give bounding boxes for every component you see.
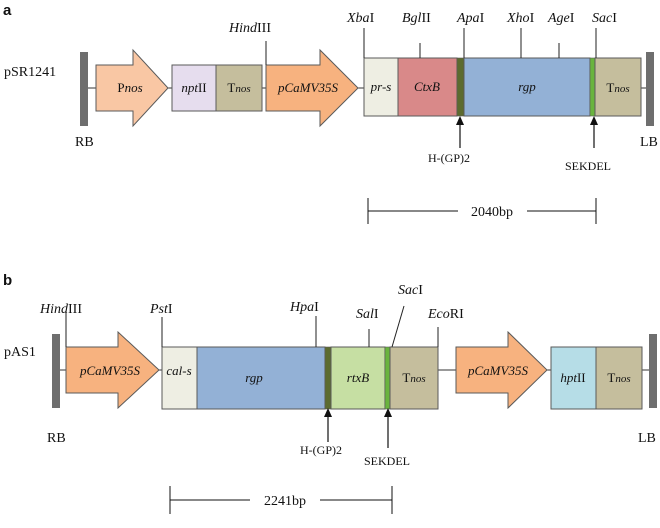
hgp2-arrow-head-b <box>324 408 332 417</box>
apai-site: ApaI <box>456 11 485 26</box>
sekdel-arrow-head-b <box>384 408 392 417</box>
lb-label-a: LB <box>640 135 658 150</box>
rgp-box-a <box>463 57 591 117</box>
psti-site: PstI <box>149 302 173 317</box>
tnos-box-a1 <box>215 64 263 112</box>
sekdel-marker-b: SEKDEL <box>364 454 410 468</box>
pcamv35s-promoter-arrow-b1 <box>65 330 160 410</box>
hgp2-marker-a: H-(GP)2 <box>428 151 470 165</box>
rb-border-bar-a <box>80 52 88 126</box>
hgp2-linker-a <box>456 57 465 117</box>
scale-bar-a-label: 2040bp <box>471 205 513 220</box>
scale-bar-b-label: 2241bp <box>264 494 306 509</box>
xbai-site: XbaI <box>346 11 375 26</box>
hindiii-site-b: HindIII <box>39 302 82 317</box>
tnos-label-a2: Tnos <box>606 80 629 95</box>
ecori-site: EcoRI <box>427 307 464 322</box>
sekdel-marker-a: SEKDEL <box>565 159 611 173</box>
tnos-label-b2: Tnos <box>607 370 630 385</box>
pcamv35s-label-b2: pCaMV35S <box>467 363 528 378</box>
tnos-label-a1: Tnos <box>227 80 250 95</box>
hgp2-arrow-head-a <box>456 116 464 125</box>
rgp-label-a: rgp <box>518 79 536 94</box>
rb-border-bar-b <box>52 334 60 408</box>
cals-label: cal-s <box>166 363 191 378</box>
sekdel-tag-a <box>589 57 596 117</box>
sekdel-tag-b <box>384 346 391 410</box>
saci-tick-b <box>391 305 405 348</box>
panel-b-letter: b <box>3 272 12 289</box>
hpai-site: HpaI <box>289 300 319 315</box>
cals-signal-box <box>161 346 198 410</box>
lb-label-b: LB <box>638 431 656 446</box>
restriction-sites-a: HindIII XbaI BglII ApaI XhoI AgeI SacI <box>228 11 617 65</box>
rgp-label-b: rgp <box>245 370 263 385</box>
hgp2-marker-b: H-(GP)2 <box>300 443 342 457</box>
pcamv35s-promoter-arrow-a <box>265 48 359 128</box>
construct-name-pas1: pAS1 <box>4 345 36 360</box>
sali-site: SalI <box>356 307 379 322</box>
tnos-box-a2 <box>594 57 642 117</box>
agei-site: AgeI <box>547 11 575 26</box>
ctxb-label: CtxB <box>414 79 440 94</box>
saci-site-b: SacI <box>398 283 423 298</box>
panel-a: a pSR1241 RB LB Pnos nptII Tnos pCaMV35S… <box>3 2 658 224</box>
lb-border-bar-a <box>646 52 654 126</box>
pnos-label: Pnos <box>117 80 142 95</box>
bglii-site: BglII <box>402 11 431 26</box>
sekdel-arrow-head-a <box>590 116 598 125</box>
restriction-sites-b: HindIII PstI HpaI SalI SacI EcoRI <box>39 283 464 348</box>
panel-a-letter: a <box>3 2 12 19</box>
hptii-label: hptII <box>560 370 585 385</box>
tnos-box-b1 <box>389 346 439 410</box>
pcamv35s-label-b1: pCaMV35S <box>79 363 140 378</box>
lb-border-bar-b <box>649 334 657 408</box>
pcamv35s-label-a: pCaMV35S <box>277 80 338 95</box>
rgp-box-b <box>196 346 326 410</box>
nptii-box-a <box>171 64 217 112</box>
nptii-label: nptII <box>181 80 206 95</box>
panel-b: b pAS1 RB LB pCaMV35S cal-s rgp rtxB Tno… <box>3 272 657 514</box>
construct-name-psr1241: pSR1241 <box>4 65 56 80</box>
hgp2-linker-b <box>324 346 332 410</box>
hindiii-site-a: HindIII <box>228 21 271 36</box>
prs-signal-box <box>363 57 399 117</box>
pnos-promoter-arrow <box>95 48 169 128</box>
prs-label: pr-s <box>370 79 392 94</box>
rtxb-box <box>330 346 386 410</box>
xhoi-site: XhoI <box>506 11 535 26</box>
rb-label-a: RB <box>75 135 94 150</box>
tnos-label-b1: Tnos <box>402 370 425 385</box>
pcamv35s-promoter-arrow-b2 <box>455 330 548 410</box>
rb-label-b: RB <box>47 431 66 446</box>
rtxb-label: rtxB <box>347 370 369 385</box>
tnos-box-b2 <box>595 346 643 410</box>
saci-site-a: SacI <box>592 11 617 26</box>
